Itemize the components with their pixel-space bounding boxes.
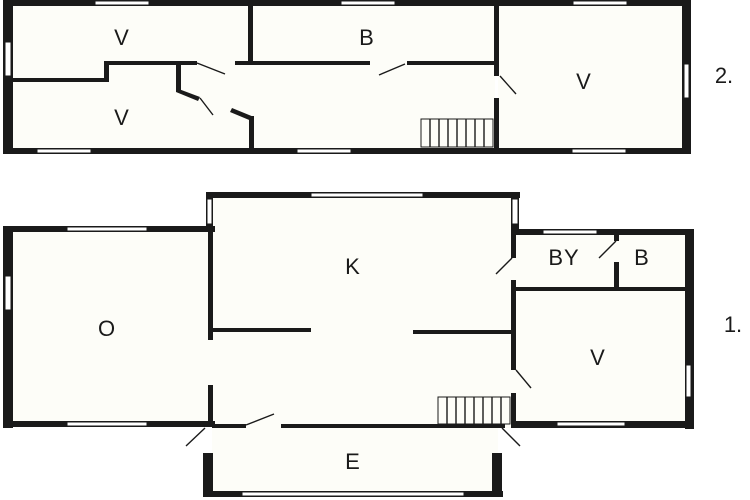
room-label-bedroom: V <box>590 345 606 370</box>
room-label-upper-left-bottom: V <box>114 105 130 130</box>
floor-label-2: 2. <box>714 63 734 88</box>
stairs-upper <box>420 118 494 148</box>
room-label-laundry: BY <box>548 245 580 270</box>
room-label-entry: E <box>345 449 361 474</box>
floor-1-plan <box>3 192 694 497</box>
room-label-upper-right: V <box>576 69 592 94</box>
stairs-lower <box>437 396 511 425</box>
floor-label-1: 1. <box>723 312 743 337</box>
floor-2-plan <box>3 0 691 154</box>
room-label-bath: B <box>634 245 650 270</box>
room-label-upper-bath: B <box>359 25 375 50</box>
room-label-living: O <box>97 316 117 341</box>
room-label-upper-left-top: V <box>114 25 130 50</box>
room-label-kitchen: K <box>345 254 361 279</box>
